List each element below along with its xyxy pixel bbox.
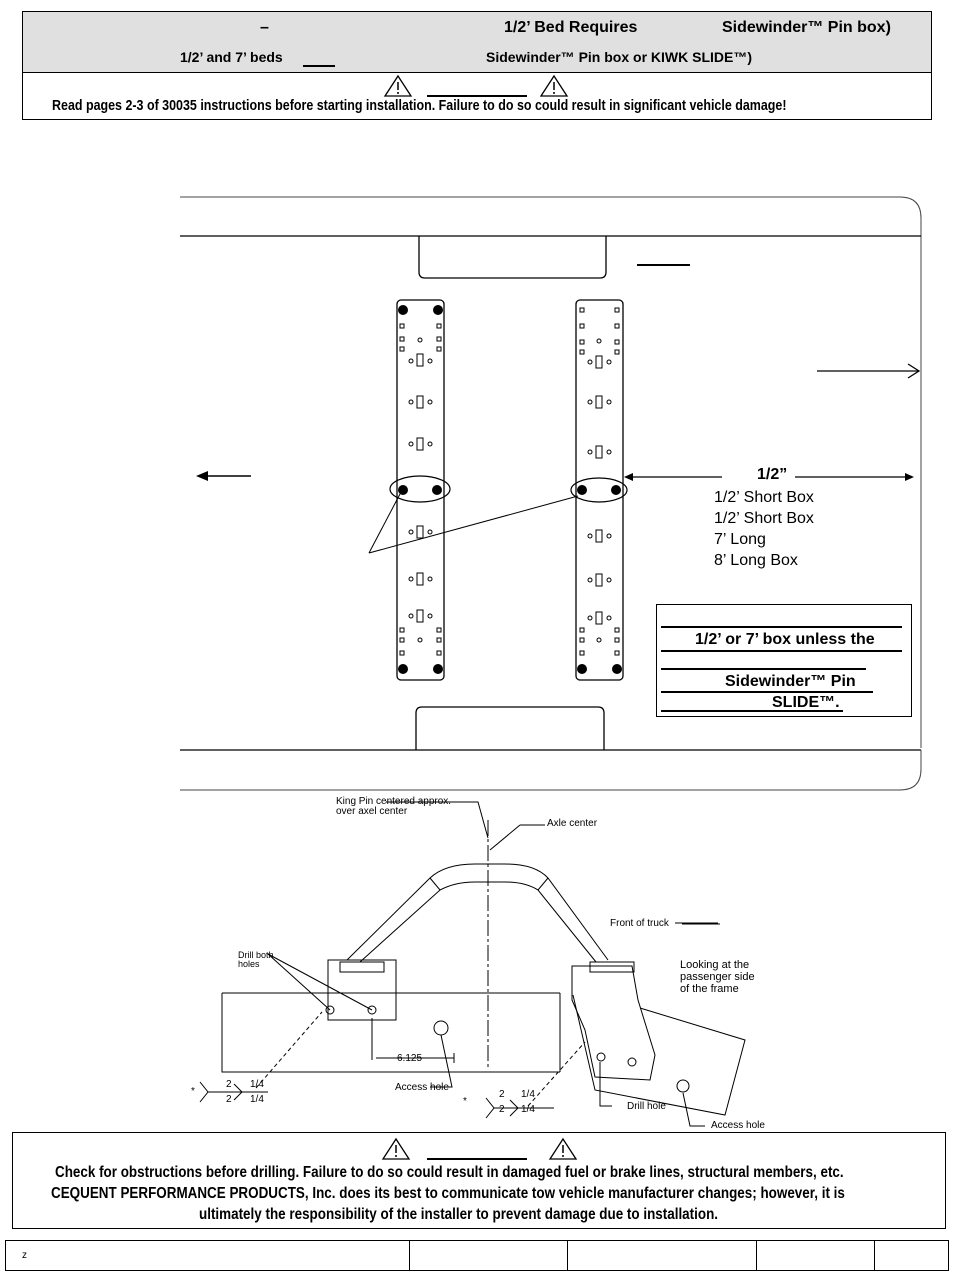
drill-both-line: holes bbox=[238, 959, 260, 969]
weld-asterisk: * bbox=[191, 1086, 195, 1097]
drill-both-line: Drill both bbox=[238, 950, 274, 960]
header-bed-requires: 1/2’ Bed Requires bbox=[504, 19, 638, 36]
footer-cell bbox=[756, 1241, 757, 1270]
weld-size: 1/4 bbox=[250, 1079, 264, 1090]
king-pin-line: King Pin centered approx. bbox=[336, 796, 452, 807]
bottom-warning-line-2: CEQUENT PERFORMANCE PRODUCTS, Inc. does … bbox=[51, 1185, 845, 1202]
box-size-item: 7’ Long bbox=[714, 531, 766, 548]
weld-num: 2 bbox=[226, 1094, 232, 1105]
weld-size: 1/4 bbox=[521, 1089, 535, 1100]
bed-rail-diagram bbox=[180, 196, 922, 791]
weld-num: 2 bbox=[226, 1079, 232, 1090]
footer-table: z bbox=[5, 1240, 949, 1271]
note-line-2: Sidewinder™ Pin bbox=[725, 673, 856, 690]
header-dash: – bbox=[260, 19, 269, 36]
header-warning-box bbox=[22, 73, 932, 120]
header-blank-underline bbox=[303, 65, 335, 67]
footer-cell bbox=[409, 1241, 410, 1270]
access-hole-label: Access hole bbox=[711, 1120, 765, 1131]
weld-size: 1/4 bbox=[250, 1094, 264, 1105]
note-rule bbox=[661, 668, 866, 670]
king-pin-label: King Pin centered approx. over axel cent… bbox=[336, 797, 451, 817]
looking-label: Looking at the passenger side of the fra… bbox=[680, 959, 755, 995]
warning-underline bbox=[427, 1158, 527, 1160]
note-box bbox=[656, 604, 912, 717]
note-rule bbox=[661, 626, 902, 628]
dimension-label: 6.125 bbox=[397, 1053, 423, 1064]
note-rule bbox=[661, 650, 902, 652]
weld-asterisk: * bbox=[463, 1096, 467, 1107]
box-size-item: 8’ Long Box bbox=[714, 552, 798, 569]
weld-num: 2 bbox=[499, 1104, 505, 1115]
warning-underline bbox=[427, 95, 527, 97]
note-rule bbox=[661, 691, 873, 693]
note-line-3: SLIDE™. bbox=[772, 694, 840, 711]
footer-cell bbox=[874, 1241, 875, 1270]
rail-left bbox=[389, 299, 451, 681]
weld-num: 2 bbox=[499, 1089, 505, 1100]
frame-installation-diagram bbox=[199, 801, 746, 1127]
looking-line: of the frame bbox=[680, 983, 739, 995]
header-beds: 1/2’ and 7’ beds bbox=[180, 49, 283, 65]
drill-both-label: Drill both holes bbox=[238, 951, 274, 969]
header-box bbox=[22, 11, 932, 73]
bottom-warning-box bbox=[12, 1132, 946, 1229]
footer-cell-1: z bbox=[22, 1250, 27, 1261]
access-hole-label: Access hole bbox=[395, 1082, 449, 1093]
front-of-truck-label: Front of truck bbox=[610, 918, 669, 929]
box-size-list: 1/2’ Short Box 1/2’ Short Box 7’ Long 8’… bbox=[714, 487, 814, 571]
axle-center-label: Axle center bbox=[547, 818, 598, 829]
note-line-1: 1/2’ or 7’ box unless the bbox=[695, 631, 875, 648]
box-size-item: 1/2’ Short Box bbox=[714, 489, 814, 506]
king-pin-line: over axel center bbox=[336, 806, 408, 817]
header-pinbox-kiwk: Sidewinder™ Pin box or KIWK SLIDE™) bbox=[486, 49, 753, 65]
header-pinbox: Sidewinder™ Pin box) bbox=[722, 19, 891, 36]
warning-triangle-icon bbox=[383, 74, 413, 97]
bottom-warning-line-3: ultimately the responsibility of the ins… bbox=[199, 1206, 719, 1223]
warning-triangle-icon bbox=[539, 74, 569, 97]
warning-triangle-icon bbox=[548, 1137, 578, 1160]
weld-size: 1/4 bbox=[521, 1104, 535, 1115]
warning-triangle-icon bbox=[381, 1137, 411, 1160]
note-rule bbox=[661, 710, 843, 712]
looking-line: Looking at the bbox=[680, 959, 750, 971]
rail-right bbox=[570, 299, 628, 681]
footer-cell bbox=[567, 1241, 568, 1270]
header-warning-text: Read pages 2-3 of 30035 instructions bef… bbox=[52, 98, 787, 114]
dimension-half-inch: 1/2” bbox=[757, 466, 788, 483]
drill-hole-label: Drill hole bbox=[627, 1101, 666, 1112]
bottom-warning-line-1: Check for obstructions before drilling. … bbox=[55, 1164, 844, 1181]
looking-line: passenger side bbox=[680, 971, 755, 983]
box-size-item: 1/2’ Short Box bbox=[714, 510, 814, 527]
